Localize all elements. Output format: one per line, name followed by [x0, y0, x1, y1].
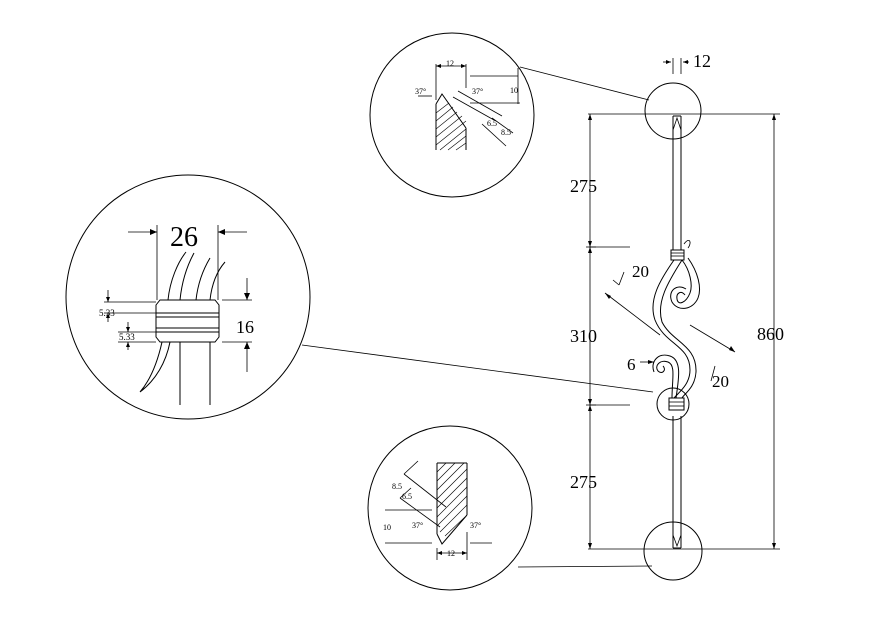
bottom-detail-dim-10: 10 — [383, 523, 391, 532]
top-detail: 12 37° 37° 10 6.5 8.5 — [369, 32, 535, 198]
collar-width: 26 — [170, 222, 198, 253]
top-detail-width: 12 — [446, 59, 454, 68]
dim-scroll-upper: 20 — [632, 262, 649, 281]
top-detail-dim-6-5: 6.5 — [487, 119, 497, 128]
top-detail-angle-left: 37° — [415, 87, 426, 96]
top-detail-angle-right: 37° — [472, 87, 483, 96]
collar-height: 16 — [236, 317, 254, 337]
leader-top — [519, 66, 650, 101]
dim-top-width: 12 — [693, 51, 711, 71]
dim-bottom-segment: 275 — [570, 472, 597, 492]
top-detail-dim-8-5: 8.5 — [501, 128, 511, 137]
leader-collar — [301, 344, 654, 393]
bottom-detail: 12 37° 37° 10 6.5 8.5 — [367, 425, 533, 591]
dim-coil: 6 — [627, 355, 636, 374]
leader-bottom — [517, 565, 653, 568]
collar-groove-bottom: 5.33 — [119, 332, 135, 342]
dim-scroll-lower: 20 — [712, 372, 729, 391]
detail-circle-top — [644, 82, 702, 140]
dim-overall-height: 860 — [757, 324, 784, 344]
detail-circle-bottom — [643, 521, 703, 581]
bottom-detail-angle-right: 37° — [470, 521, 481, 530]
bottom-detail-angle-left: 37° — [412, 521, 423, 530]
dim-middle-segment: 310 — [570, 326, 597, 346]
baluster-elevation — [586, 58, 780, 581]
dim-top-segment: 275 — [570, 176, 597, 196]
top-detail-dim-10: 10 — [510, 86, 518, 95]
collar-groove-top: 5.33 — [99, 308, 115, 318]
bottom-detail-width: 12 — [447, 549, 455, 558]
detail-circle-collar — [656, 387, 690, 421]
collar-detail: 26 16 5.33 5. — [65, 174, 311, 420]
bottom-detail-dim-8-5: 8.5 — [392, 482, 402, 491]
bottom-detail-dim-6-5: 6.5 — [402, 492, 412, 501]
